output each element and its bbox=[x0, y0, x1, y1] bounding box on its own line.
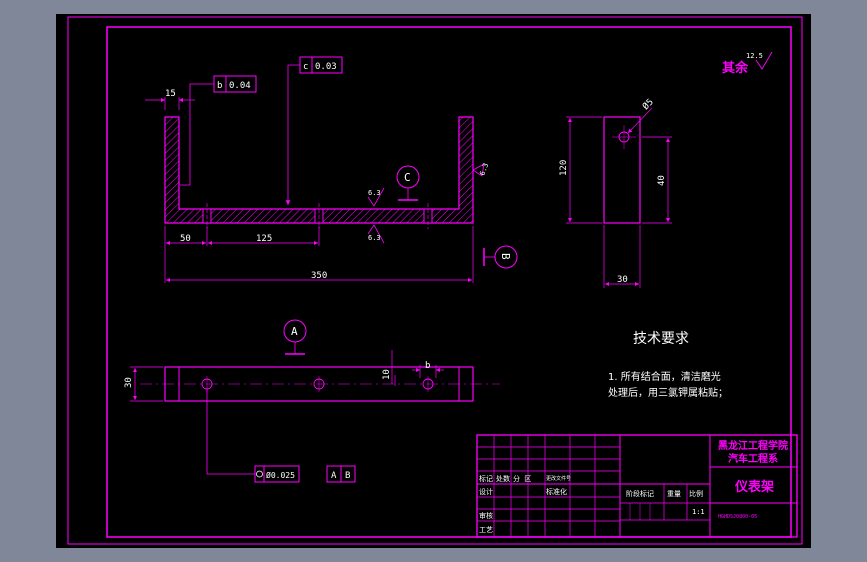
tb-craft: 工艺 bbox=[479, 526, 493, 534]
tb-mark: 标记 bbox=[479, 474, 493, 483]
tech-req-line-1: 1. 所有结合面，清洁磨光 bbox=[608, 370, 721, 383]
datum-ref-b: B bbox=[345, 471, 350, 481]
bottom-view bbox=[130, 319, 500, 475]
rest-roughness-label: 其余 bbox=[722, 60, 749, 76]
roughness-symbol-top bbox=[367, 187, 385, 207]
datum-c-text: C bbox=[404, 171, 411, 184]
tb-ratio: 比例 bbox=[689, 489, 703, 498]
side-40-dim-text: 40 bbox=[657, 175, 667, 186]
tb-stage: 阶段标记 bbox=[626, 489, 654, 498]
bottom-10-dim-text: 10 bbox=[382, 369, 392, 380]
dim-50-text: 50 bbox=[180, 234, 191, 244]
tb-zone: 分 区 bbox=[513, 474, 531, 483]
parallelism-tolerance-frame: c 0.03 bbox=[299, 56, 343, 74]
tb-count: 处数 bbox=[496, 474, 510, 483]
tb-review: 审核 bbox=[479, 511, 493, 520]
side-view bbox=[566, 107, 672, 288]
outer-frame bbox=[67, 16, 803, 545]
tech-req-line-2: 处理后，用三氯钾属粘贴； bbox=[608, 386, 728, 399]
tb-scale: 1:1 bbox=[692, 508, 705, 516]
flatness-value: 0.04 bbox=[229, 81, 251, 91]
roughness-bottom-text: 6.3 bbox=[368, 234, 381, 242]
side-width-dim-text: 30 bbox=[617, 275, 628, 285]
datum-a-text: A bbox=[291, 325, 298, 338]
rest-roughness-value: 12.5 bbox=[746, 52, 763, 60]
tb-standard: 标准化 bbox=[546, 487, 567, 496]
roughness-symbol-right bbox=[472, 163, 485, 177]
roughness-top-text: 6.3 bbox=[368, 189, 381, 197]
datum-reference-frame: A B bbox=[326, 465, 356, 483]
title-block bbox=[476, 434, 798, 538]
dim-350-text: 350 bbox=[311, 271, 327, 281]
technical-requirements: 技术要求 1. 所有结合面，清洁磨光 处理后，用三氯钾属粘贴； bbox=[608, 331, 728, 399]
tb-design: 设计 bbox=[479, 487, 493, 496]
u-channel-section bbox=[164, 116, 474, 224]
flatness-tolerance-frame: b 0.04 bbox=[213, 75, 257, 93]
parallelism-value: 0.03 bbox=[315, 62, 337, 72]
inner-frame bbox=[106, 26, 792, 538]
tb-file: 更改文件号 bbox=[546, 475, 571, 482]
position-tolerance-frame: Ø0.025 bbox=[254, 465, 300, 483]
tb-part-name: 仪表架 bbox=[734, 479, 774, 495]
datum-b-text: B bbox=[499, 253, 512, 260]
front-view bbox=[145, 64, 518, 283]
side-height-dim-text: 120 bbox=[559, 160, 569, 176]
tb-drawing-no: HGHDSJ0800-05 bbox=[718, 514, 757, 520]
dim-15-text: 15 bbox=[165, 89, 176, 99]
tb-school-line-1: 黑龙江工程学院 bbox=[718, 439, 788, 452]
rest-roughness-symbol bbox=[755, 51, 773, 70]
datum-ref-a: A bbox=[331, 471, 337, 481]
rest-roughness-note: 其余 12.5 bbox=[722, 51, 773, 76]
tech-req-title: 技术要求 bbox=[633, 331, 689, 347]
roughness-right-text: 6.3 bbox=[478, 162, 490, 177]
bottom-b-dim-text: b bbox=[425, 361, 430, 371]
roughness-symbol-bottom bbox=[367, 224, 385, 244]
tb-school-line-2: 汽车工程系 bbox=[728, 452, 778, 465]
side-plate bbox=[603, 116, 641, 224]
dim-125-text: 125 bbox=[256, 234, 272, 244]
tb-weight: 重量 bbox=[667, 490, 681, 498]
parallelism-symbol: c bbox=[303, 62, 308, 72]
flatness-symbol: b bbox=[217, 81, 222, 91]
bottom-height-dim-text: 30 bbox=[124, 377, 134, 388]
position-tol-value: Ø0.025 bbox=[266, 470, 295, 480]
